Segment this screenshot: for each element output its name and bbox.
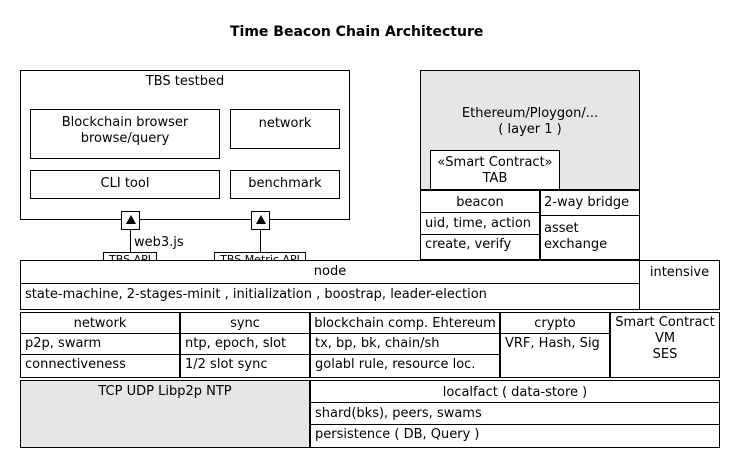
diagram-title: Time Beacon Chain Architecture [230, 24, 484, 40]
intensive-box [639, 260, 720, 310]
beacon-label: beacon [456, 195, 504, 210]
tbs-metric-api-arrow-icon [256, 215, 266, 224]
shard-label: shard(bks), peers, swams [315, 406, 482, 421]
smart-contract-vm-title: Smart Contract [615, 315, 715, 330]
beacon-divider-2 [420, 234, 540, 235]
crypto-module-title: crypto [534, 316, 576, 331]
crypto-module [500, 312, 610, 378]
cli-tool-box [30, 170, 220, 199]
sync-module [180, 312, 310, 378]
benchmark-label: benchmark [248, 176, 322, 191]
sync-module-row2: 1/2 slot sync [185, 357, 268, 372]
intensive-label: intensive [649, 265, 710, 280]
blockchain-module [310, 312, 500, 378]
beacon-fields: uid, time, action [425, 216, 532, 231]
cli-tool-label: CLI tool [100, 176, 150, 191]
web3-label: web3.js [134, 235, 184, 250]
smart-contract-stereotype: «Smart Contract» [437, 155, 553, 170]
transport-box [20, 380, 310, 448]
vm-label: VM [654, 331, 676, 346]
bridge-exchange: exchange [544, 237, 608, 252]
beacon-divider [420, 212, 540, 213]
sync-divider [180, 333, 310, 334]
bridge-asset: asset [544, 221, 579, 236]
ethereum-label: Ethereum/Ploygon/... [461, 106, 599, 121]
tbs-api-connector [130, 230, 131, 252]
smart-contract-vm-module [610, 312, 720, 378]
node-box [20, 260, 640, 310]
ses-label: SES [652, 347, 678, 362]
crypto-divider [500, 333, 610, 334]
bridge-box [540, 190, 640, 260]
sync-module-title: sync [230, 316, 260, 331]
browse-query-label: browse/query [80, 131, 170, 146]
bridge-label: 2-way bridge [544, 195, 630, 210]
blockchain-module-title: blockchain comp. Ehtereum [314, 316, 496, 331]
localfact-divider-2 [310, 424, 720, 425]
network-module-title: network [73, 316, 127, 331]
blockchain-divider [310, 333, 500, 334]
blockchain-browser-box [30, 109, 220, 159]
testbed-label: TBS testbed [145, 74, 225, 89]
network-module-row2: connectiveness [25, 357, 126, 372]
localfact-box [310, 380, 720, 448]
tbs-api-arrow-icon [126, 215, 136, 224]
network-module-row1: p2p, swarm [25, 336, 102, 351]
sync-divider-2 [180, 354, 310, 355]
network-divider-2 [20, 354, 180, 355]
layer1-label: ( layer 1 ) [498, 122, 562, 137]
localfact-divider [310, 402, 720, 403]
node-divider [20, 283, 640, 284]
node-detail: state-machine, 2-stages-minit , initiali… [25, 287, 487, 302]
smart-contract-name: TAB [482, 171, 508, 186]
blockchain-module-row2: golabl rule, resource loc. [315, 357, 476, 372]
persistence-label: persistence ( DB, Query ) [315, 427, 480, 442]
sync-module-row1: ntp, epoch, slot [185, 336, 287, 351]
tbs-metric-api-connector [260, 230, 261, 252]
testbed-network-label: network [258, 116, 312, 131]
network-module [20, 312, 180, 378]
transport-label: TCP UDP Libp2p NTP [98, 384, 232, 399]
bridge-divider [540, 215, 640, 216]
blockchain-browser-label: Blockchain browser [61, 115, 189, 130]
crypto-module-row1: VRF, Hash, Sig [505, 336, 600, 351]
network-divider [20, 333, 180, 334]
smart-contract-box [430, 150, 560, 190]
testbed-network-box [230, 109, 340, 149]
blockchain-divider-2 [310, 354, 500, 355]
beacon-ops: create, verify [425, 237, 512, 252]
beacon-box [420, 190, 540, 260]
blockchain-module-row1: tx, bp, bk, chain/sh [315, 336, 440, 351]
node-label: node [313, 264, 347, 279]
benchmark-box [230, 170, 340, 199]
localfact-label: localfact ( data-store ) [442, 385, 588, 400]
